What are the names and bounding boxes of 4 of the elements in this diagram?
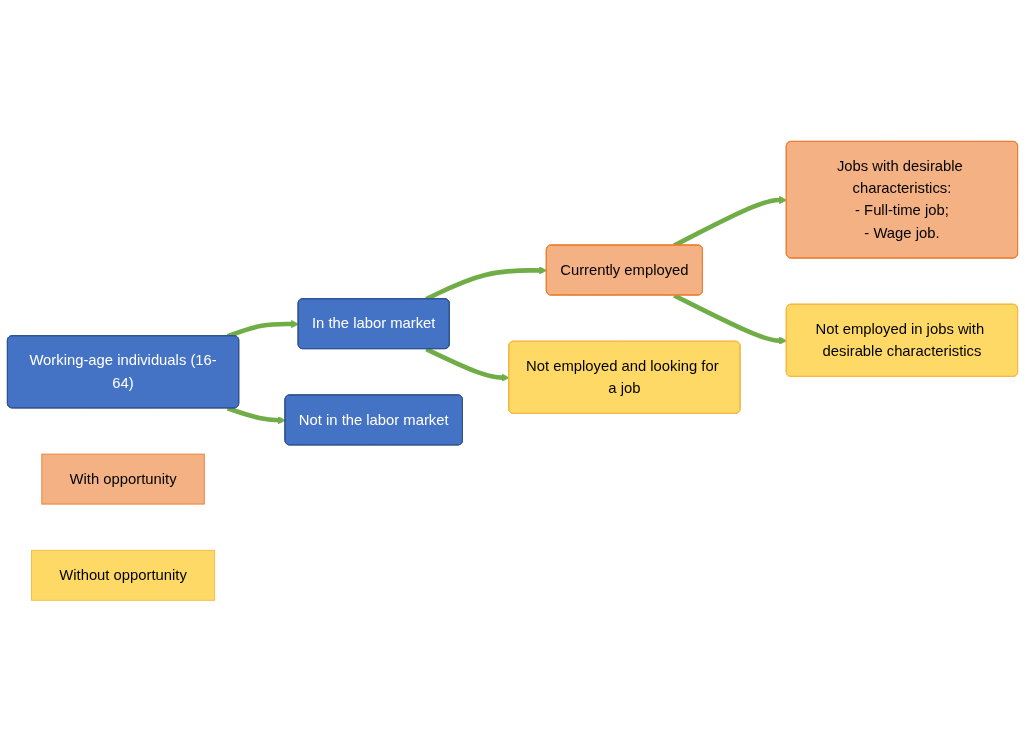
node-box: With opportunity [41, 453, 205, 505]
arrow [226, 406, 286, 425]
arrow [425, 347, 510, 382]
node-box: Without opportunity [31, 550, 216, 601]
